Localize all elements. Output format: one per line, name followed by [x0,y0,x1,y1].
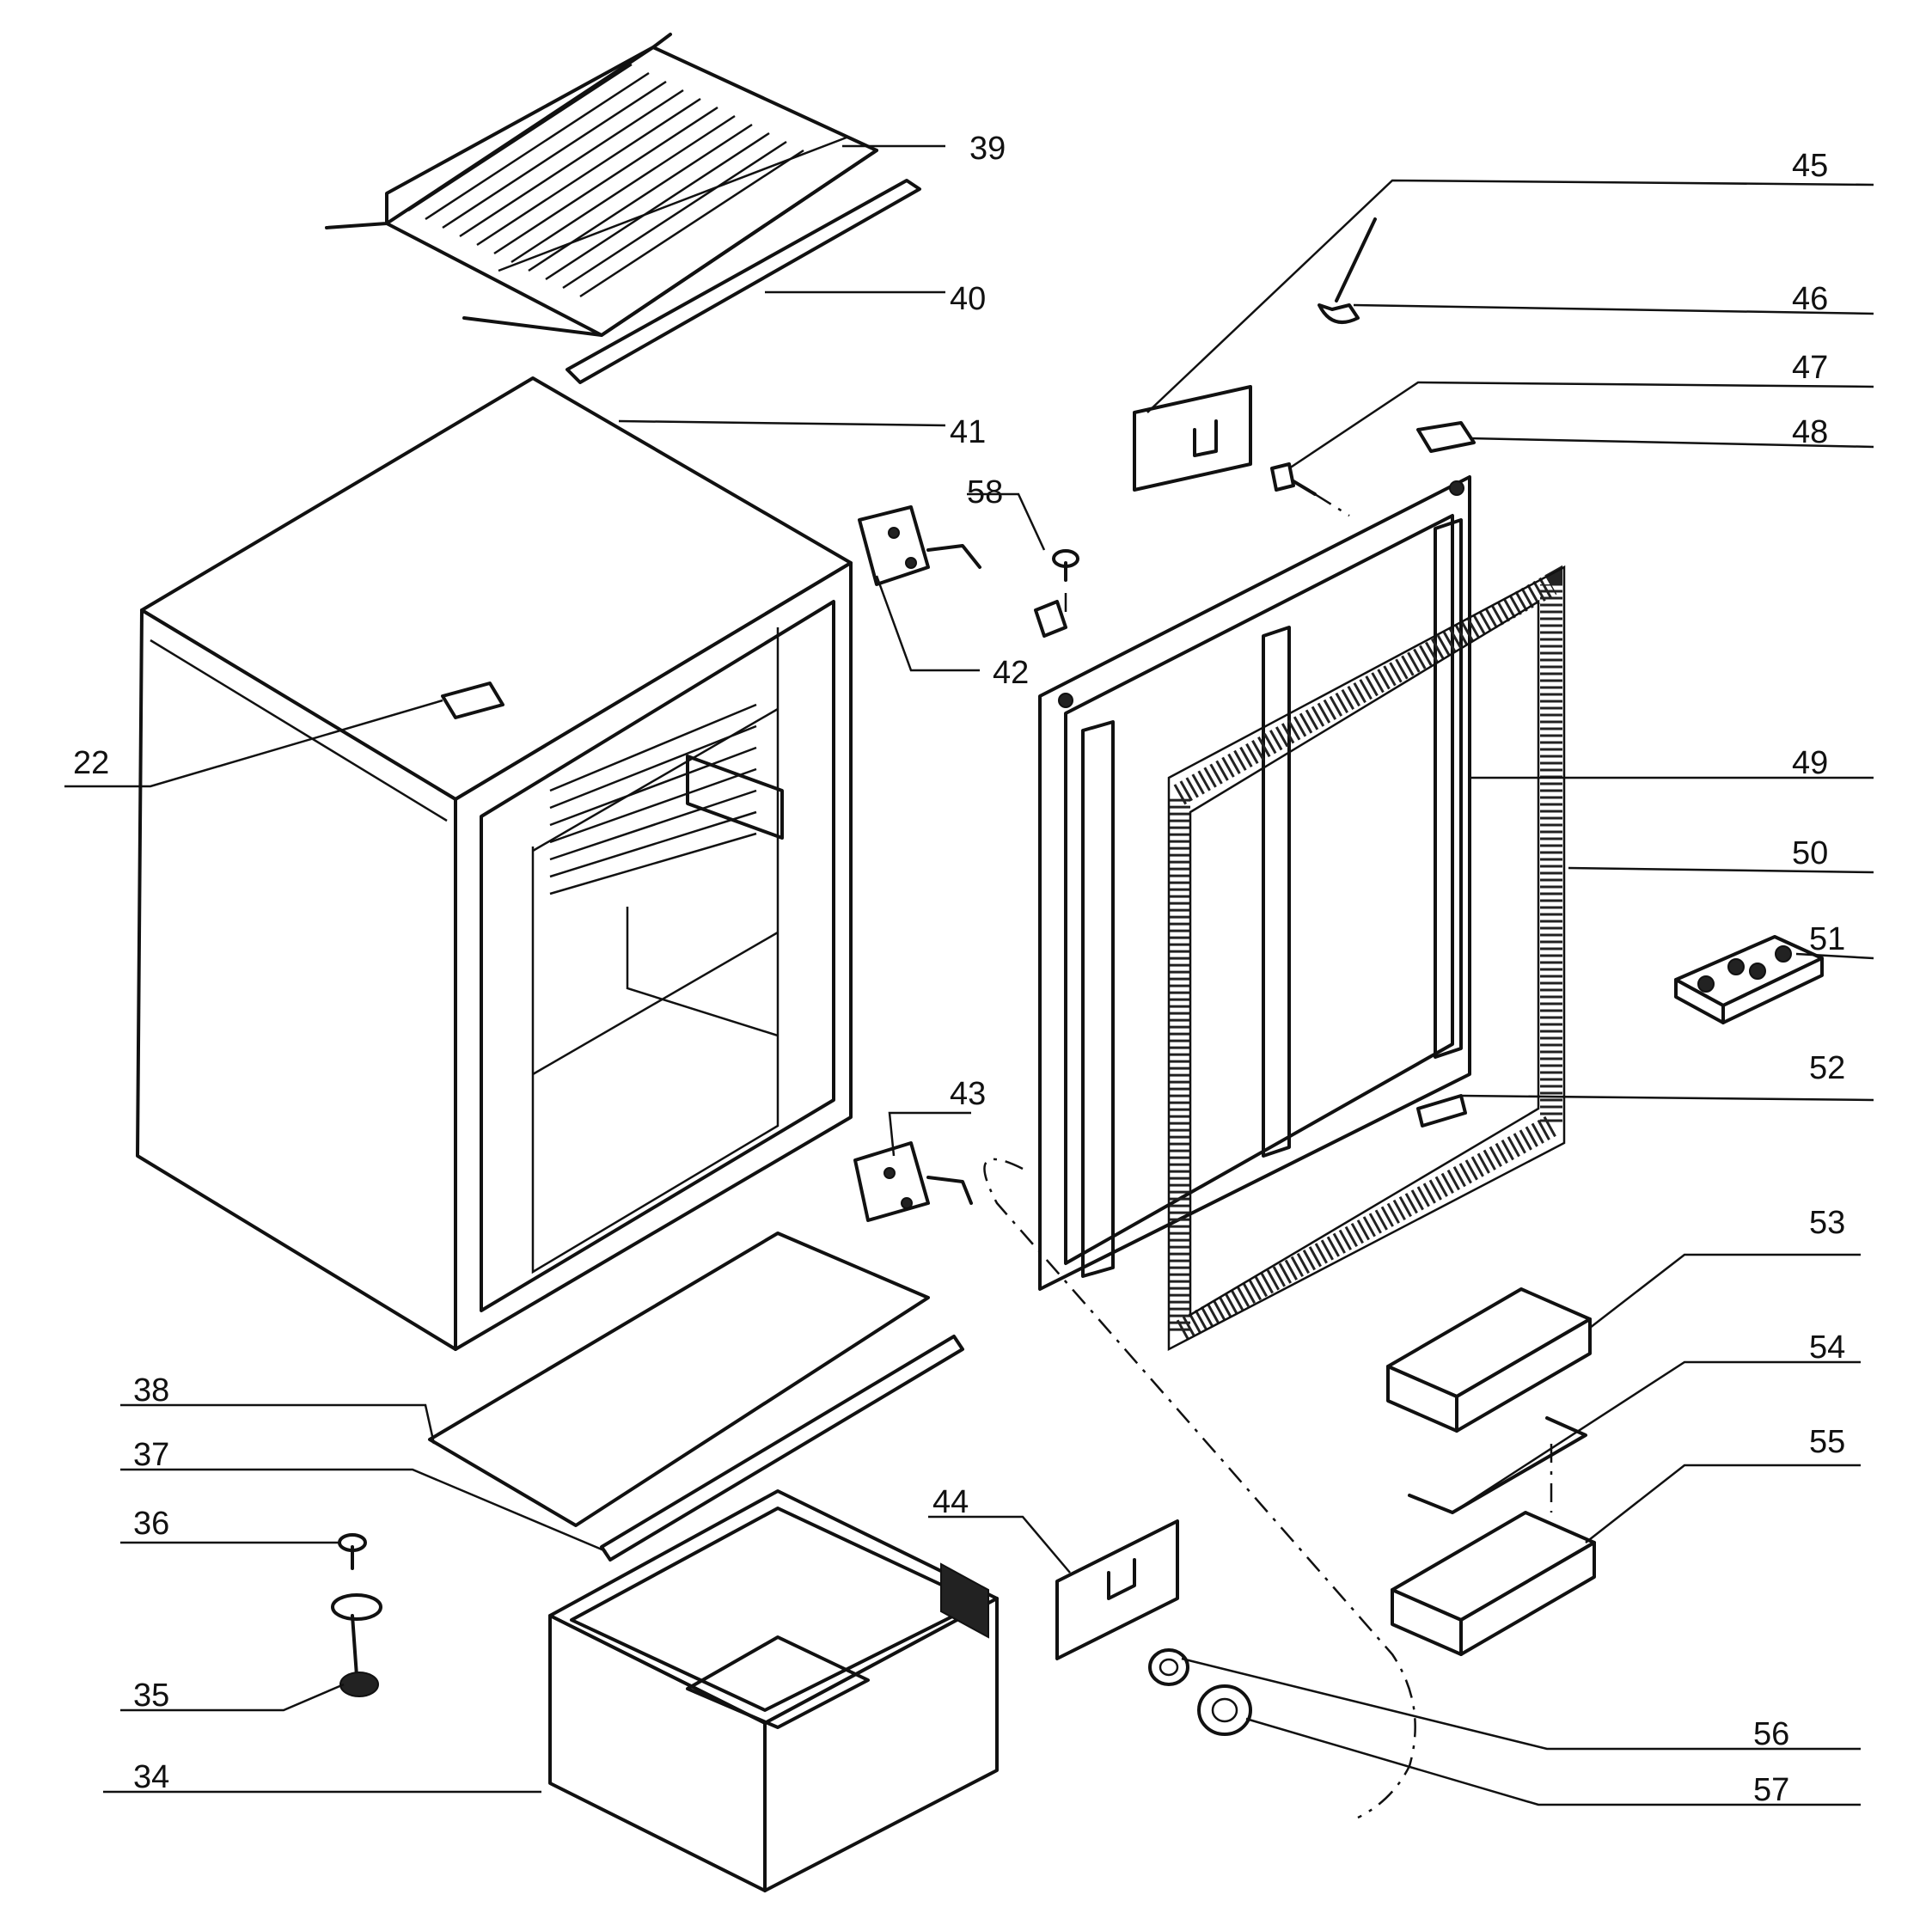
callout-57: 57 [1753,1772,1789,1808]
block-part-48 [1416,421,1476,453]
egg-tray-part-51 [1674,935,1824,1024]
gear-knob-part-57 [1197,1684,1252,1736]
wire-rail-part-54 [1408,1416,1587,1514]
cabinet-body-part-41 [136,376,853,1351]
callout-40: 40 [950,281,986,317]
callout-45: 45 [1792,148,1828,184]
callout-35: 35 [133,1678,169,1714]
lower-hinge-part-43 [853,1141,973,1222]
callout-37: 37 [133,1437,169,1473]
callout-44: 44 [932,1484,969,1520]
callout-58: 58 [967,474,1003,510]
callout-55: 55 [1809,1424,1845,1460]
callout-50: 50 [1792,835,1828,871]
bracket-part-45 [1133,385,1252,492]
callout-56: 56 [1753,1716,1789,1752]
door-gasket-part-50 [1167,565,1566,1352]
glass-shelf-part-38 [428,1232,930,1527]
callout-38: 38 [133,1372,169,1409]
callout-34: 34 [133,1759,169,1795]
callout-54: 54 [1809,1329,1845,1366]
hinge-plate-part-22 [441,681,504,719]
wrench-part-46 [1318,217,1377,324]
door-assembly [1038,475,1471,1291]
door-shelf-part-53 [1386,1287,1592,1433]
adjustable-foot-part-35 [331,1593,382,1697]
callout-39: 39 [969,131,1006,167]
callout-48: 48 [1792,414,1828,450]
assembly-path [983,1158,1416,1819]
screw-part-47 [1270,462,1350,517]
callout-49: 49 [1792,745,1828,781]
callout-36: 36 [133,1506,169,1542]
pin-part-58 [1034,549,1079,638]
upper-hinge-part-42 [858,505,981,586]
callout-53: 53 [1809,1205,1845,1241]
crisper-drawer-part-34 [548,1489,999,1892]
wire-shelf-part-39 [325,33,878,337]
shelf-trim-part-37 [600,1335,964,1562]
callout-46: 46 [1792,281,1828,317]
callout-43: 43 [950,1076,986,1112]
knob-part-56 [1148,1648,1189,1686]
callout-47: 47 [1792,350,1828,386]
callout-51: 51 [1809,921,1845,957]
screw-part-36 [338,1533,367,1570]
callout-41: 41 [950,414,986,450]
leader-lines [64,144,1874,1806]
latch-part-52 [1416,1094,1467,1128]
callout-22: 22 [73,745,109,781]
bracket-part-44 [1055,1519,1179,1660]
door-shelf-part-55 [1391,1511,1596,1656]
callout-labels: 39 40 41 22 42 43 58 45 46 47 48 49 50 5… [73,131,1845,1808]
callout-42: 42 [993,655,1029,691]
callout-52: 52 [1809,1050,1845,1086]
trim-strip-part-40 [566,179,921,384]
